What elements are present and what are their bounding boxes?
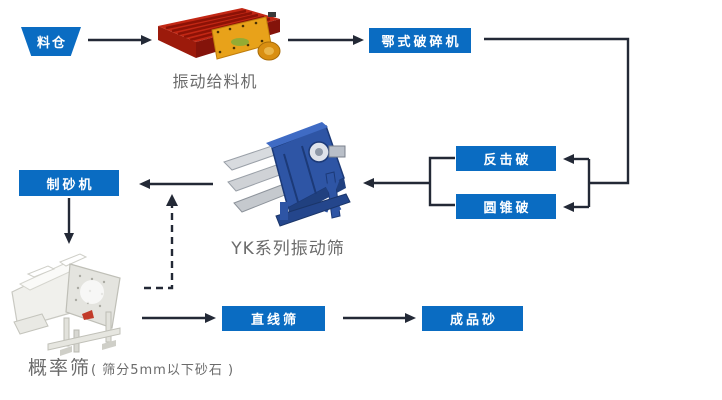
cone-crusher-label: 圆锥破 [483, 201, 532, 216]
probability-screen-image [11, 253, 121, 356]
vibrating-feeder-image [158, 8, 281, 61]
yk-screen-image [223, 122, 351, 227]
sand-maker-node: 制砂机 [19, 170, 119, 196]
finished-sand-node: 成品砂 [422, 306, 523, 331]
sand-maker-label: 制砂机 [46, 177, 95, 193]
dashed-return-line [144, 203, 174, 290]
arrowhead [205, 313, 216, 323]
linear-screen-label: 直线筛 [250, 313, 299, 328]
cone-crusher-node: 圆锥破 [456, 194, 556, 219]
arrowhead [405, 313, 416, 323]
arrowhead [353, 35, 364, 45]
arrowhead [563, 202, 574, 212]
linear-screen-node: 直线筛 [222, 306, 325, 331]
connector-crusher-bracket-left [428, 156, 455, 207]
jaw-crusher-label: 鄂式破碎机 [381, 35, 462, 50]
connector-jaw-to-crushers [484, 37, 630, 185]
silo-label: 料仓 [36, 36, 67, 51]
arrowhead [363, 178, 374, 188]
probability-screen-label: 概率筛 ( 筛分5mm以下砂石 ) [28, 353, 234, 380]
silo-node: 料仓 [21, 27, 81, 56]
arrowhead [563, 154, 574, 164]
yk-screen-label: YK系列振动筛 [231, 239, 345, 259]
probability-screen-title: 概率筛 [28, 357, 92, 379]
impact-crusher-node: 反击破 [456, 146, 556, 171]
jaw-crusher-node: 鄂式破碎机 [369, 28, 471, 53]
arrowhead [139, 179, 150, 189]
arrowhead-dashed-up [166, 194, 178, 206]
arrowhead [141, 35, 152, 45]
impact-crusher-label: 反击破 [483, 153, 532, 168]
finished-sand-label: 成品砂 [449, 313, 498, 328]
feeder-label: 振动给料机 [172, 72, 258, 91]
probability-screen-note: ( 筛分5mm以下砂石 ) [91, 363, 235, 378]
arrowhead [64, 233, 74, 244]
